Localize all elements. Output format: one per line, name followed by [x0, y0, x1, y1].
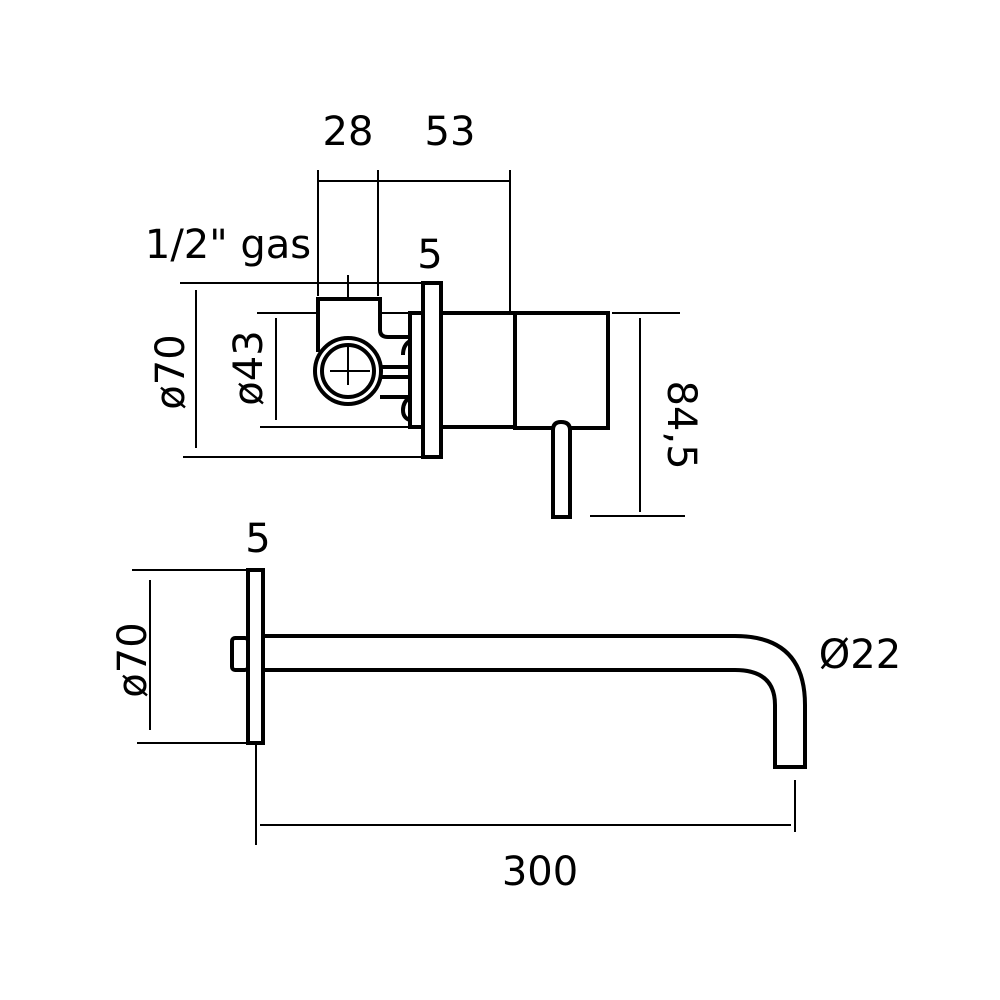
spout-stub	[230, 636, 250, 672]
dim-43-label: ø43	[226, 330, 272, 405]
wall-flange	[421, 281, 443, 459]
spout-dim-22-label: Ø22	[819, 632, 901, 678]
spout-view: 5 ø70 Ø22 300	[110, 516, 901, 895]
spout-flange	[246, 568, 265, 745]
thread-label: 1/2" gas	[145, 222, 311, 268]
dim-53-label: 53	[425, 109, 476, 155]
cartridge-cover	[513, 311, 610, 430]
dim-28-label: 28	[323, 109, 374, 155]
spout-pipe	[263, 634, 807, 769]
mixer-body	[439, 311, 517, 429]
dim-5-label: 5	[417, 232, 442, 278]
dim-84-5-label: 84,5	[658, 380, 704, 469]
spout-dim-5-label: 5	[245, 516, 270, 562]
mixer-view: 28 53 1/2" gas 5 ø70 ø43 84,5	[145, 109, 704, 519]
spout-dim-70-label: ø70	[110, 622, 156, 697]
spout-dimension-lines	[132, 569, 796, 845]
lever-handle	[551, 419, 572, 519]
spout-dim-300-label: 300	[502, 849, 578, 895]
dim-70-label: ø70	[148, 334, 194, 409]
